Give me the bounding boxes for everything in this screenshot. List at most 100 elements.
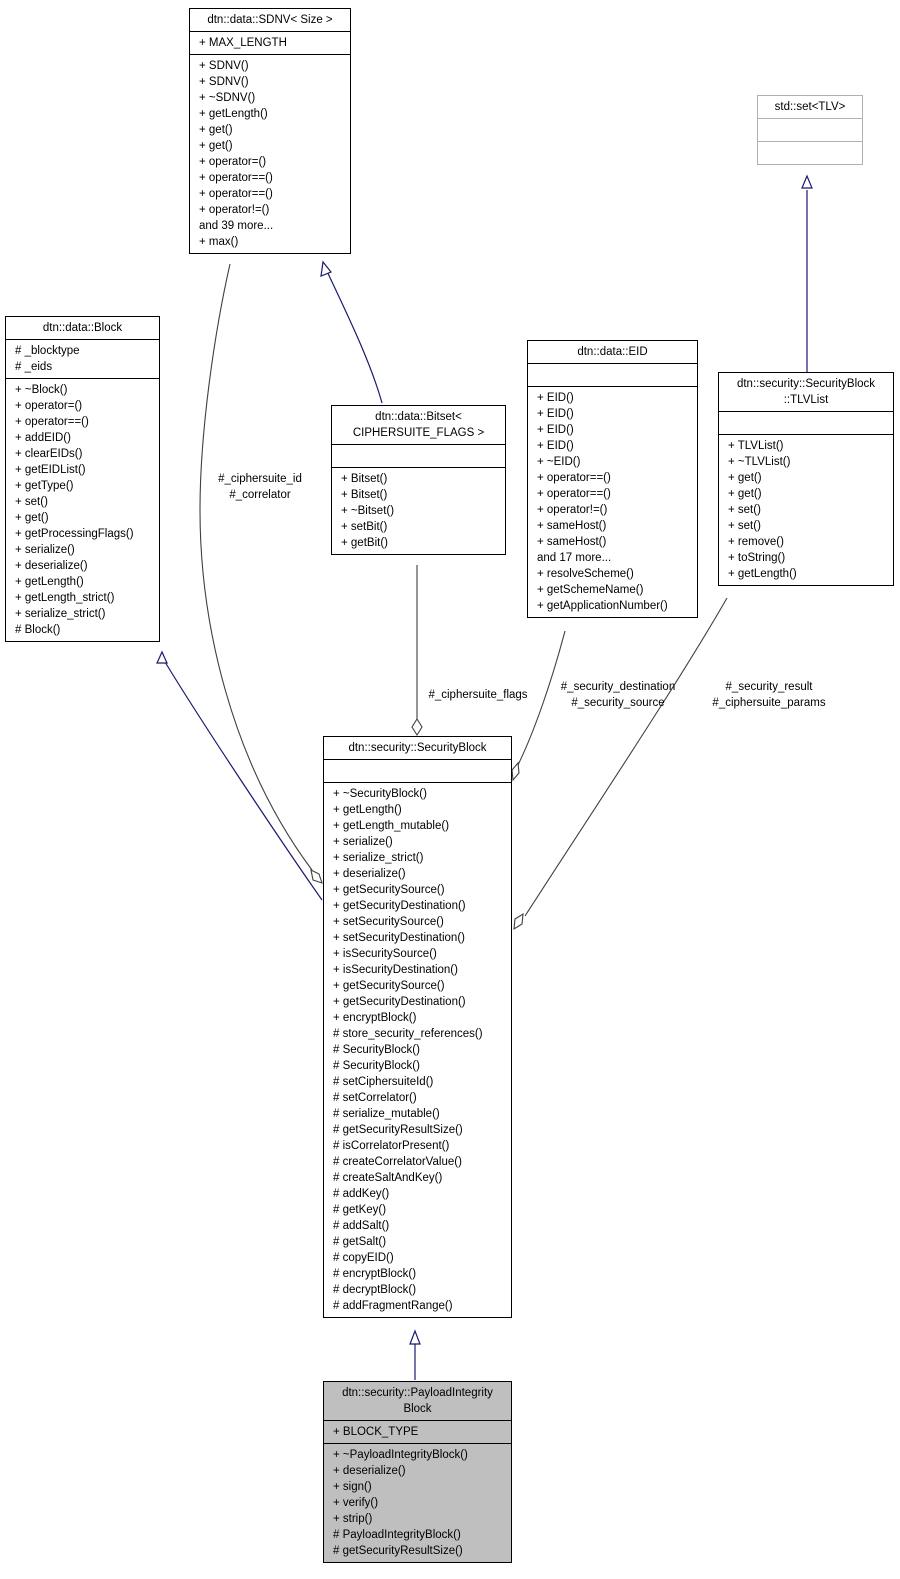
method: # addKey(): [333, 1188, 390, 1200]
method: + getLength(): [15, 576, 84, 588]
edge-label-security-result: #_security_result #_ciphersuite_params: [704, 679, 834, 711]
class-payloadintegrityblock[interactable]: dtn::security::PayloadIntegrity Block + …: [323, 1381, 512, 1563]
method: # Block(): [15, 624, 61, 636]
method: + get(): [728, 472, 762, 484]
method: + serialize(): [15, 544, 75, 556]
method: + getSecuritySource(): [333, 980, 445, 992]
edge-block-to-securityblock: [161, 656, 323, 901]
method: + Bitset(): [341, 473, 388, 485]
method: + operator==(): [537, 488, 611, 500]
class-block[interactable]: dtn::data::Block # _blocktype # _eids + …: [5, 316, 160, 642]
method: + getLength(): [199, 108, 268, 120]
method: + remove(): [728, 536, 784, 548]
method: + max(): [199, 236, 239, 248]
method: + getLength_mutable(): [333, 820, 450, 832]
method: + ~SecurityBlock(): [333, 788, 427, 800]
edge-label-line: #_ciphersuite_flags: [428, 689, 528, 701]
class-eid[interactable]: dtn::data::EID + EID() + EID() + EID() +…: [527, 340, 698, 618]
class-tlvlist-attributes: [719, 411, 893, 434]
method: + strip(): [333, 1513, 373, 1525]
class-name-line: ::TLVList: [783, 394, 829, 406]
method: + serialize(): [333, 836, 393, 848]
method: + ~EID(): [537, 456, 581, 468]
method: # addFragmentRange(): [333, 1300, 453, 1312]
method: + setSecuritySource(): [333, 916, 444, 928]
method: # getKey(): [333, 1204, 387, 1216]
method: + operator==(): [15, 416, 89, 428]
edge-label-ciphersuite-flags: #_ciphersuite_flags: [418, 687, 538, 703]
class-std-set[interactable]: std::set<TLV>: [757, 95, 863, 165]
method: + getType(): [15, 480, 74, 492]
method: + isSecurityDestination(): [333, 964, 458, 976]
method: + SDNV(): [199, 76, 249, 88]
method: + operator==(): [537, 472, 611, 484]
method: + deserialize(): [333, 868, 406, 880]
edge-label-line: #_security_result: [725, 681, 813, 693]
edge-label-ciphersuite-id: #_ciphersuite_id #_correlator: [205, 471, 315, 503]
method: + EID(): [537, 392, 574, 404]
class-name-line: CIPHERSUITE_FLAGS >: [352, 427, 485, 439]
method: + getSecuritySource(): [333, 884, 445, 896]
class-sdnv-methods: + SDNV() + SDNV() + ~SDNV() + getLength(…: [190, 54, 350, 253]
class-securityblock[interactable]: dtn::security::SecurityBlock + ~Security…: [323, 736, 512, 1318]
diamond-tlvlist-usage: [513, 912, 524, 931]
class-eid-name: dtn::data::EID: [528, 341, 697, 363]
class-securityblock-methods: + ~SecurityBlock() + getLength() + getLe…: [324, 782, 511, 1317]
method: + operator==(): [199, 188, 273, 200]
class-tlvlist-methods: + TLVList() + ~TLVList() + get() + get()…: [719, 434, 893, 585]
method: + get(): [15, 512, 49, 524]
method: # addSalt(): [333, 1220, 390, 1232]
method: + getEIDList(): [15, 464, 86, 476]
class-payloadintegrityblock-methods: + ~PayloadIntegrityBlock() + deserialize…: [324, 1443, 511, 1562]
class-name-line: dtn::data::EID: [577, 346, 648, 358]
method: + EID(): [537, 424, 574, 436]
class-name-line: Block: [403, 1403, 432, 1415]
method: # SecurityBlock(): [333, 1060, 420, 1072]
edge-label-line: #_correlator: [229, 489, 291, 501]
method: # getSecurityResultSize(): [333, 1545, 463, 1557]
class-bitset-attributes: [332, 444, 505, 467]
method: + ~TLVList(): [728, 456, 791, 468]
method: + ~PayloadIntegrityBlock(): [333, 1449, 468, 1461]
arrowhead-set: [801, 174, 813, 189]
class-eid-attributes: [528, 363, 697, 386]
class-name-line: dtn::data::Block: [42, 322, 123, 334]
method: + get(): [199, 124, 233, 136]
method: # serialize_mutable(): [333, 1108, 440, 1120]
edge-label-line: #_security_source: [571, 697, 665, 709]
method: + getLength(): [728, 568, 797, 580]
edge-label-line: #_ciphersuite_params: [712, 697, 826, 709]
method: + getSchemeName(): [537, 584, 644, 596]
method: # SecurityBlock(): [333, 1044, 420, 1056]
method: + encryptBlock(): [333, 1012, 417, 1024]
class-eid-methods: + EID() + EID() + EID() + EID() + ~EID()…: [528, 386, 697, 617]
method: + getSecurityDestination(): [333, 900, 466, 912]
edge-label-security-destination: #_security_destination #_security_source: [548, 679, 688, 711]
method: # PayloadIntegrityBlock(): [333, 1529, 461, 1541]
method: + operator=(): [15, 400, 83, 412]
method: + serialize_strict(): [15, 608, 106, 620]
edge-tlvlist-usage: [524, 597, 728, 917]
method: + getSecurityDestination(): [333, 996, 466, 1008]
method: + EID(): [537, 408, 574, 420]
method: # getSalt(): [333, 1236, 387, 1248]
method: + operator=(): [199, 156, 267, 168]
method: + addEID(): [15, 432, 71, 444]
class-sdnv[interactable]: dtn::data::SDNV< Size > + MAX_LENGTH + S…: [189, 8, 351, 254]
method: # encryptBlock(): [333, 1268, 417, 1280]
class-bitset[interactable]: dtn::data::Bitset< CIPHERSUITE_FLAGS > +…: [331, 405, 506, 555]
arrowhead-securityblock: [409, 1329, 421, 1345]
class-tlvlist[interactable]: dtn::security::SecurityBlock ::TLVList +…: [718, 372, 894, 586]
edge-sdnv-to-bitset: [324, 266, 383, 404]
arrowhead-sdnv: [320, 260, 332, 277]
class-sdnv-name: dtn::data::SDNV< Size >: [190, 9, 350, 31]
attribute: + BLOCK_TYPE: [333, 1426, 419, 1438]
method: + resolveScheme(): [537, 568, 634, 580]
class-block-name: dtn::data::Block: [6, 317, 159, 339]
method: + getProcessingFlags(): [15, 528, 134, 540]
class-name-line: dtn::data::Bitset<: [375, 411, 462, 423]
method: + ~Block(): [15, 384, 68, 396]
class-payloadintegrityblock-attributes: + BLOCK_TYPE: [324, 1420, 511, 1443]
method: and 17 more...: [537, 552, 612, 564]
method: + TLVList(): [728, 440, 784, 452]
